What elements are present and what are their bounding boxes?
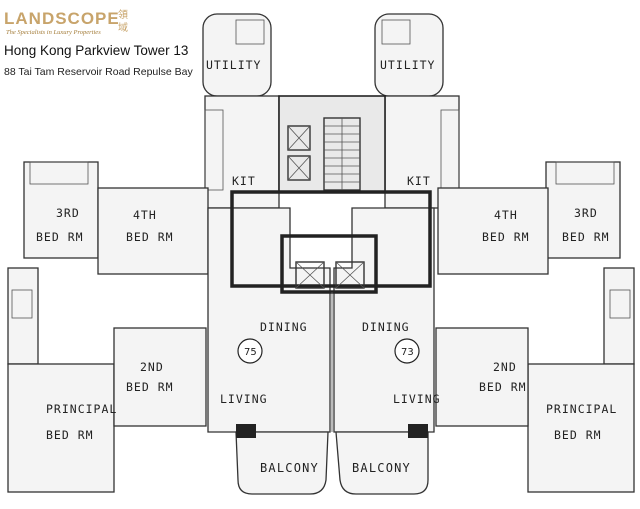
label-bed3-left-2: BED RM [36, 230, 84, 244]
bath-left [7, 267, 39, 365]
label-principal-right: PRINCIPAL [546, 402, 617, 416]
service-lift-2-cross [287, 155, 311, 181]
unit-number-circle-left [237, 338, 263, 364]
service-core [278, 95, 386, 193]
unit-number-circle-right [394, 338, 420, 364]
label-principal-right-2: BED RM [554, 428, 602, 442]
label-living-right: LIVING [393, 392, 441, 406]
branding: LANDSCOPE 領 域 The Specialists in Luxury … [4, 8, 128, 36]
bed2-room-left [113, 327, 207, 427]
label-bed4-left-1: 4TH [133, 208, 157, 222]
column-right [408, 424, 428, 438]
label-bed3-right-2: BED RM [562, 230, 610, 244]
label-bed2-left-1: 2ND [140, 360, 164, 374]
label-bed3-left-1: 3RD [56, 206, 80, 220]
lift-lobby [230, 190, 432, 288]
kitchen-left [204, 95, 280, 209]
utility-room-right [374, 13, 444, 97]
label-bed4-right-1: 4TH [494, 208, 518, 222]
label-bed4-left-2: BED RM [126, 230, 174, 244]
label-bed2-right-1: 2ND [493, 360, 517, 374]
utility-fixture-right [381, 19, 411, 45]
bed3-wardrobe-right [555, 161, 615, 185]
label-bed3-right-1: 3RD [574, 206, 598, 220]
kitchen-counter-left [204, 109, 224, 191]
label-dining-left: DINING [260, 320, 308, 334]
bath-fixture-left [11, 289, 33, 319]
label-utility-left: UTILITY [206, 58, 261, 72]
label-bed4-right-2: BED RM [482, 230, 530, 244]
logo-cjk-bottom: 域 [118, 21, 128, 34]
balcony-left [235, 431, 329, 495]
living-dining-right [333, 207, 435, 433]
label-bed2-right-2: BED RM [479, 380, 527, 394]
unit-number-left: 75 [244, 347, 257, 358]
living-dining-left [207, 207, 331, 433]
bed3-room-right [545, 161, 621, 259]
label-balcony-right: BALCONY [352, 461, 411, 475]
label-balcony-left: BALCONY [260, 461, 319, 475]
bed4-room-right [437, 187, 549, 275]
label-bed2-left-2: BED RM [126, 380, 174, 394]
page-title: Hong Kong Parkview Tower 13 [4, 43, 188, 58]
column-left [236, 424, 256, 438]
label-kit-right: KIT [407, 174, 431, 188]
principal-bed-right [527, 363, 635, 493]
passenger-lift-block [280, 234, 378, 294]
central-core [230, 95, 432, 432]
passenger-lift-1 [295, 261, 325, 289]
bed3-wardrobe-left [29, 161, 89, 185]
label-principal-left: PRINCIPAL [46, 402, 117, 416]
unit-number-right: 73 [401, 347, 414, 358]
bed4-room-left [97, 187, 209, 275]
service-lift-1-cross [287, 125, 311, 151]
bath-fixture-right [609, 289, 631, 319]
label-kit-left: KIT [232, 174, 256, 188]
label-living-left: LIVING [220, 392, 268, 406]
unit-right [333, 13, 635, 495]
balcony-right [335, 431, 429, 495]
service-lift-2 [287, 155, 311, 181]
address: 88 Tai Tam Reservoir Road Repulse Bay [4, 66, 193, 78]
logo-text: LANDSCOPE [4, 9, 120, 28]
label-dining-right: DINING [362, 320, 410, 334]
passenger-lift-2-cross [335, 261, 365, 289]
staircase-steps [324, 118, 360, 190]
bed2-room-right [435, 327, 529, 427]
logo-tagline: The Specialists in Luxury Properties [6, 29, 101, 36]
label-utility-right: UTILITY [380, 58, 435, 72]
principal-bed-left [7, 363, 115, 493]
passenger-lift-2 [335, 261, 365, 289]
logo-cjk-top: 領 [118, 8, 128, 21]
service-lift-1 [287, 125, 311, 151]
utility-fixture-left [235, 19, 265, 45]
label-principal-left-2: BED RM [46, 428, 94, 442]
utility-room-left [202, 13, 272, 97]
bath-right [603, 267, 635, 365]
passenger-lift-1-cross [295, 261, 325, 289]
unit-left [7, 13, 331, 495]
